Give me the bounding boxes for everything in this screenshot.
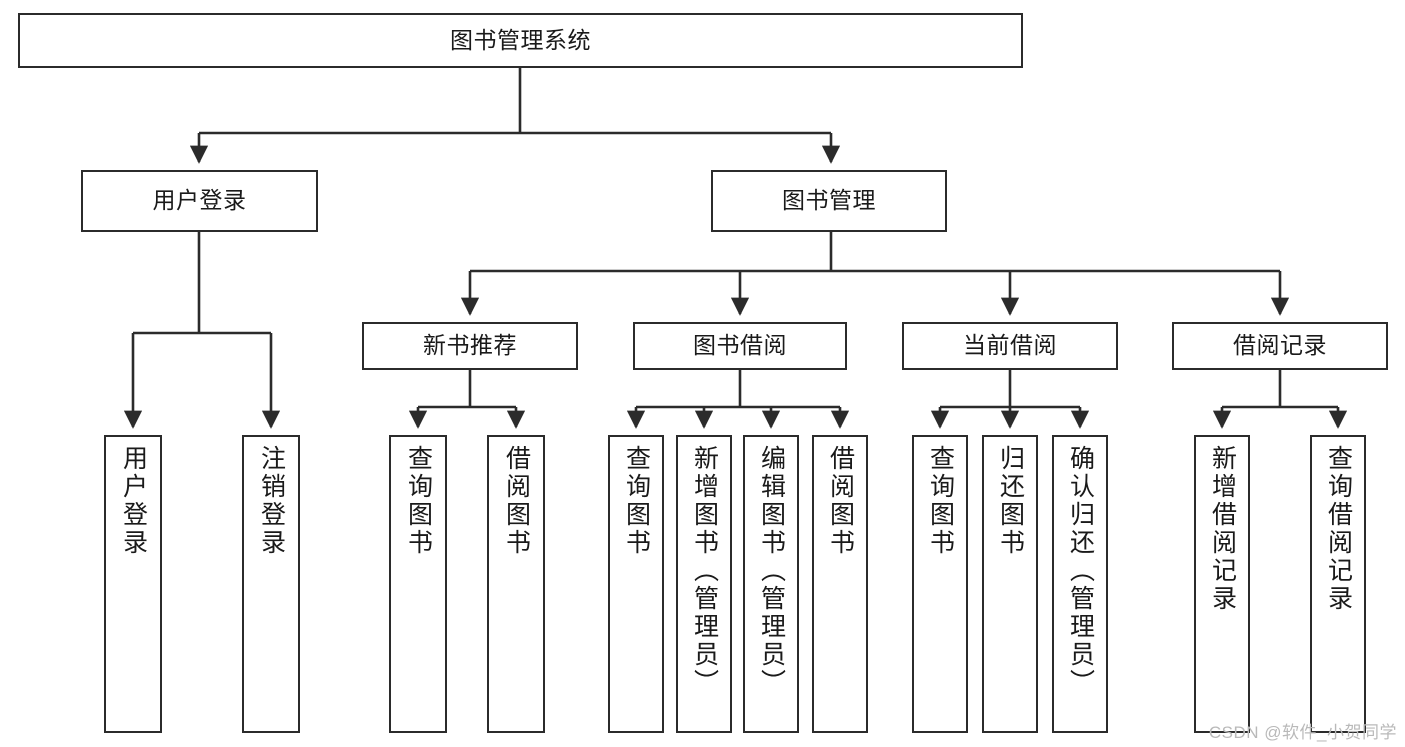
node-label: 新增借阅记录	[1208, 445, 1237, 613]
node-label: 借阅记录	[1233, 332, 1327, 359]
node-label: 用户登录	[152, 187, 247, 214]
csdn-watermark: CSDN @软件_小贺同学	[1208, 723, 1397, 742]
node-label: 图书管理	[782, 187, 876, 214]
leaf-borrow-add-book-admin[interactable]: 新增图书（管理员）	[676, 435, 732, 733]
node-label: 归还图书	[996, 445, 1025, 557]
node-root-system[interactable]: 图书管理系统	[18, 13, 1023, 68]
leaf-new-book-borrow[interactable]: 借阅图书	[487, 435, 545, 733]
node-label: 当前借阅	[963, 332, 1057, 359]
leaf-borrow-edit-book-admin[interactable]: 编辑图书（管理员）	[743, 435, 799, 733]
node-borrow-records[interactable]: 借阅记录	[1172, 322, 1388, 370]
node-label: 查询借阅记录	[1324, 445, 1353, 613]
node-label: 注销登录	[257, 445, 286, 557]
node-label: 图书管理系统	[450, 26, 591, 53]
leaf-borrow-query-book[interactable]: 查询图书	[608, 435, 664, 733]
node-label: 借阅图书	[502, 445, 531, 557]
node-user-login[interactable]: 用户登录	[81, 170, 318, 232]
leaf-user-login-signout[interactable]: 注销登录	[242, 435, 300, 733]
node-label: 用户登录	[119, 445, 148, 557]
leaf-current-query-book[interactable]: 查询图书	[912, 435, 968, 733]
node-label: 图书借阅	[693, 332, 787, 359]
node-label: 编辑图书（管理员）	[757, 445, 786, 697]
node-label: 新增图书（管理员）	[690, 445, 719, 697]
leaf-records-add-record[interactable]: 新增借阅记录	[1194, 435, 1250, 733]
node-book-borrow[interactable]: 图书借阅	[633, 322, 847, 370]
node-label: 借阅图书	[826, 445, 855, 557]
leaf-borrow-borrow-book[interactable]: 借阅图书	[812, 435, 868, 733]
leaf-records-query-record[interactable]: 查询借阅记录	[1310, 435, 1366, 733]
leaf-current-confirm-return-admin[interactable]: 确认归还（管理员）	[1052, 435, 1108, 733]
leaf-new-book-query[interactable]: 查询图书	[389, 435, 447, 733]
node-label: 确认归还（管理员）	[1066, 445, 1095, 697]
node-label: 查询图书	[404, 445, 433, 557]
node-label: 新书推荐	[423, 332, 517, 359]
node-label: 查询图书	[622, 445, 651, 557]
leaf-user-login-signin[interactable]: 用户登录	[104, 435, 162, 733]
node-new-book-recommend[interactable]: 新书推荐	[362, 322, 578, 370]
leaf-current-return-book[interactable]: 归还图书	[982, 435, 1038, 733]
node-label: 查询图书	[926, 445, 955, 557]
node-book-management[interactable]: 图书管理	[711, 170, 947, 232]
node-current-borrow[interactable]: 当前借阅	[902, 322, 1118, 370]
